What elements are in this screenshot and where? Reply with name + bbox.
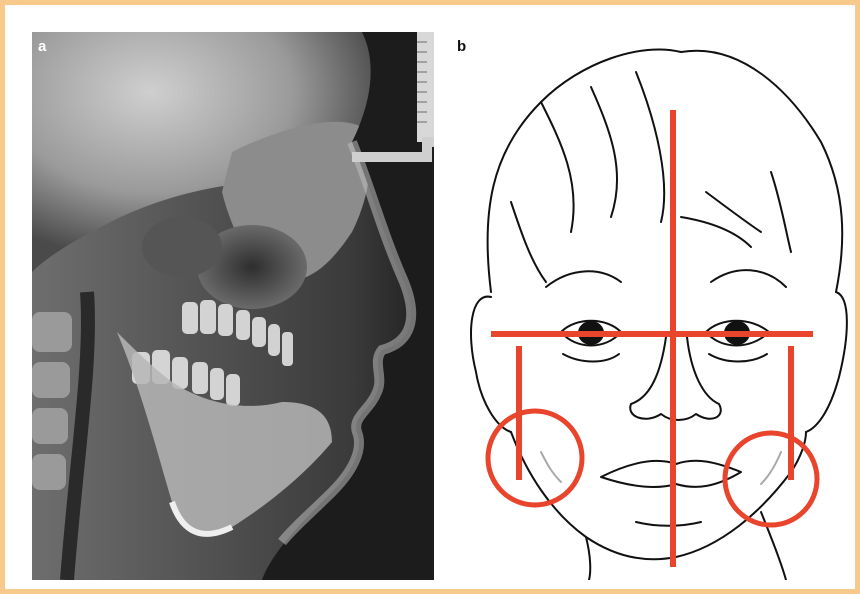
face-drawing-image <box>451 32 851 580</box>
left-ear <box>471 297 511 432</box>
head-outline <box>488 49 843 292</box>
skull-radiograph-image <box>32 32 434 580</box>
panel-label-b: b <box>457 39 466 54</box>
panel-label-a: a <box>38 39 46 54</box>
panel-b-face-drawing: b <box>451 32 851 580</box>
left-gonial-circle <box>488 411 582 505</box>
right-gonial-circle <box>725 433 817 525</box>
jaw-outline <box>511 432 806 559</box>
right-ear <box>806 292 847 432</box>
panel-a-radiograph: a <box>32 32 434 580</box>
